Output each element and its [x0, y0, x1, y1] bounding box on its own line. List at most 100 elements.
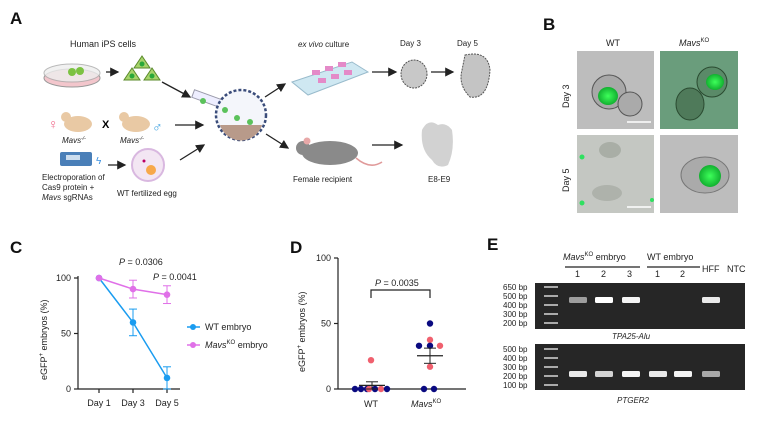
- gel2-title: PTGER2: [617, 396, 650, 405]
- image-wt-day5: [577, 135, 654, 213]
- male-symbol: ♂: [152, 119, 163, 135]
- electroporation-label-2: Cas9 protein +: [42, 183, 95, 192]
- ladder-band: [544, 348, 558, 350]
- panel-e-gels: MavsKO embryo WT embryo 1 2 3 1 2 HFF NT…: [503, 252, 746, 405]
- stage-label: E8-E9: [428, 175, 451, 184]
- day3-embryo-icon: [400, 59, 428, 89]
- ips-title: Human iPS cells: [70, 39, 137, 49]
- panel-d-scatter-chart: eGFP+ embryos (%) P = 0.0035 WT MavsKO 0…: [297, 253, 466, 409]
- ladder-band: [544, 295, 558, 297]
- legend-wt-label: WT embryo: [205, 322, 251, 332]
- gel1-title: TPA25-Alu: [612, 332, 651, 341]
- d-data-point: [430, 385, 438, 393]
- c-data-point: [95, 274, 103, 282]
- c-data-point: [163, 291, 171, 298]
- lane-ko-3: 3: [627, 269, 632, 279]
- d-y-axis-label: eGFP+ embryos (%): [297, 291, 307, 372]
- e8-embryo-icon: [421, 122, 453, 167]
- lane-ntc: NTC: [727, 264, 746, 274]
- recipient-label: Female recipient: [293, 175, 353, 184]
- c-y-tick-label: 100: [56, 273, 71, 283]
- gel-band: [702, 297, 720, 303]
- ips-cells-icon: [123, 55, 161, 81]
- egg-label: WT fertilized egg: [117, 189, 177, 198]
- ladder-label: 500 bp: [503, 345, 528, 354]
- blastocyst-injection-icon: [191, 88, 268, 142]
- c-x-tick-label: Day 3: [121, 398, 145, 408]
- gel-band: [595, 371, 613, 377]
- panel-label-b: B: [543, 15, 555, 34]
- ladder-band: [544, 366, 558, 368]
- panel-a-schematic: Human iPS cells ♀ X ♂ Mavs-/- Mavs-/- ϟ …: [42, 39, 491, 202]
- fertilized-egg-icon: [131, 148, 165, 182]
- culture-plate-icon: [290, 61, 370, 96]
- d-significance-bracket: [370, 289, 431, 298]
- legend-ko-label: MavsKO embryo: [205, 340, 268, 350]
- mouse-female-icon: [61, 112, 92, 132]
- d-y-tick-label: 50: [321, 319, 331, 329]
- panel-label-e: E: [487, 235, 498, 254]
- col-ko-label: MavsKO: [679, 38, 710, 48]
- d-data-point: [415, 342, 423, 349]
- panel-label-d: D: [290, 238, 302, 257]
- day5-label: Day 5: [457, 39, 478, 48]
- c-pvalue-day5: P = 0.0041: [153, 272, 197, 282]
- gel-band: [674, 371, 692, 377]
- lane-ko-1: 1: [575, 269, 580, 279]
- c-pvalue-day3: P = 0.0306: [119, 257, 163, 267]
- ladder-band: [544, 286, 558, 288]
- female-symbol: ♀: [48, 116, 59, 132]
- d-data-point: [383, 385, 391, 393]
- electroporation-label-1: Electroporation of: [42, 173, 105, 182]
- c-x-tick-label: Day 5: [155, 398, 179, 408]
- d-y-tick-label: 0: [326, 384, 331, 394]
- gel-tpa25-alu: [535, 283, 745, 329]
- panel-label-a: A: [10, 9, 22, 28]
- c-y-axis-label: eGFP+ embryos (%): [39, 299, 49, 380]
- c-x-tick-label: Day 1: [87, 398, 111, 408]
- col-wt-label: WT: [606, 38, 620, 48]
- gel-band: [569, 297, 587, 303]
- ladder-band: [544, 313, 558, 315]
- ladder-band: [544, 384, 558, 386]
- d-x-label-ko: MavsKO: [411, 399, 442, 409]
- electroporation-label-3: Mavs sgRNAs: [42, 193, 93, 202]
- row-day3-label: Day 3: [561, 84, 571, 108]
- d-x-label-wt: WT: [364, 399, 378, 409]
- mavs-right-label: Mavs-/-: [120, 136, 144, 145]
- c-data-point: [129, 285, 137, 293]
- mavs-left-label: Mavs-/-: [62, 136, 86, 145]
- lane-wt-1: 1: [655, 269, 660, 279]
- ladder-label: 100 bp: [503, 381, 528, 390]
- lightning-icon: ϟ: [96, 156, 102, 167]
- day3-label: Day 3: [400, 39, 421, 48]
- day5-embryo-icon: [460, 53, 491, 98]
- panel-label-c: C: [10, 238, 22, 257]
- cross-symbol: X: [102, 119, 110, 131]
- lane-ko-2: 2: [601, 269, 606, 279]
- d-data-point: [420, 385, 428, 393]
- mouse-male-icon: [119, 112, 150, 132]
- lane-wt-2: 2: [680, 269, 685, 279]
- ladder-band: [544, 304, 558, 306]
- image-wt-day3: [577, 51, 654, 129]
- ladder-label: 400 bp: [503, 301, 528, 310]
- d-data-point: [357, 385, 365, 393]
- ladder-band: [544, 322, 558, 324]
- lane-hff: HFF: [702, 264, 720, 274]
- c-y-tick-label: 0: [66, 384, 71, 394]
- gel-ptger2: [535, 344, 745, 390]
- row-day5-label: Day 5: [561, 168, 571, 192]
- gel-band: [595, 297, 613, 303]
- d-y-tick-label: 100: [316, 253, 331, 263]
- gel-band: [622, 297, 640, 303]
- gel-band: [569, 371, 587, 377]
- e-ko-group-label: MavsKO embryo: [563, 252, 626, 262]
- gel-band: [702, 371, 720, 377]
- c-y-tick-label: 50: [61, 329, 71, 339]
- ladder-label: 200 bp: [503, 372, 528, 381]
- legend-marker-wt: [190, 324, 196, 330]
- c-data-point: [163, 374, 171, 382]
- female-recipient-mouse-icon: [296, 137, 383, 166]
